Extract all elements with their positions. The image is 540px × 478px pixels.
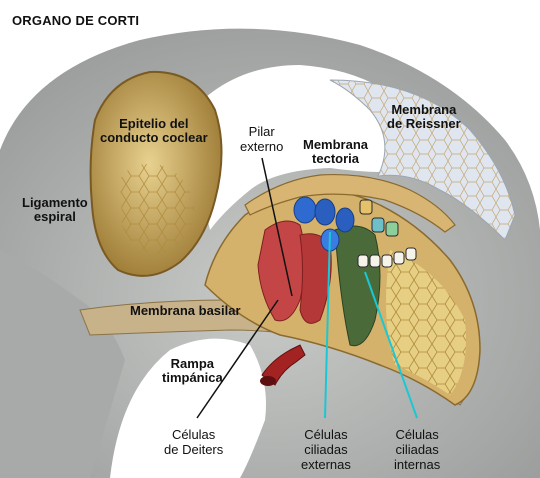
pointer-deiters — [196, 299, 279, 419]
outer-hair-cell-2 — [314, 198, 336, 226]
scala-vestibuli — [170, 65, 424, 230]
label-epitelio: Epitelio del conducto coclear — [100, 116, 208, 145]
artery-opening — [260, 376, 276, 386]
label-membrana-basilar: Membrana basilar — [130, 303, 241, 318]
label-rampa-timpanica: Rampa timpánica — [162, 356, 223, 385]
label-membrana-reissner: Membrana de Reissner — [387, 102, 461, 131]
artery — [261, 344, 306, 386]
label-pilar-externo: Pilar externo — [240, 124, 284, 154]
inner-hair-cells — [357, 199, 417, 268]
corti-cells-right-pattern — [386, 250, 466, 395]
label-celulas-ciliadas-externas: Células ciliadas externas — [301, 427, 351, 472]
label-celulas-deiters: Células de Deiters — [164, 427, 224, 457]
outer-hair-cell-1 — [293, 196, 317, 224]
label-celulas-ciliadas-internas: Células ciliadas internas — [394, 427, 441, 472]
spiral-ligament-region — [0, 250, 125, 478]
outer-hair-cell-4 — [335, 207, 355, 233]
diagram-title: ORGANO DE CORTI — [12, 13, 140, 28]
supporting-tissue — [334, 225, 381, 347]
tectorial-membrane — [244, 174, 456, 233]
pointer-externas — [324, 231, 331, 419]
pointer-internas — [364, 271, 418, 419]
reissner-pattern — [330, 80, 515, 240]
label-membrana-tectoria: Membrana tectoria — [303, 137, 369, 166]
epithelium-cells — [120, 164, 195, 255]
pillar-cells — [257, 220, 306, 322]
pointer-pilar — [261, 157, 293, 297]
label-ligamento-espiral: Ligamento espiral — [22, 195, 88, 224]
